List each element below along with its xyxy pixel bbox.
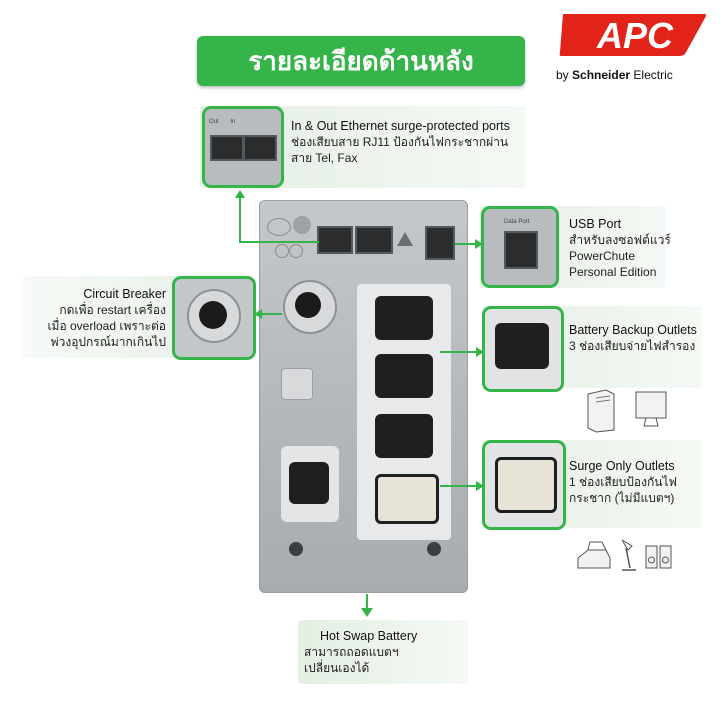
hotswap-title: Hot Swap Battery — [320, 629, 418, 643]
usb-port-closeup — [504, 231, 538, 269]
battery-screw-left — [289, 542, 303, 556]
ups-outlet-frame — [357, 284, 451, 540]
battery-arrow-icon — [476, 347, 484, 357]
breaker-desc-3: พ่วงอุปกรณ์มากเกินไป — [50, 335, 166, 349]
ethernet-connector-vertical — [239, 196, 241, 242]
breaker-desc-2: เมื่อ overload เพราะต่อ — [47, 319, 166, 333]
ups-ethernet-in — [355, 226, 393, 254]
ups-battery-outlet-2 — [375, 354, 433, 398]
ethernet-arrow-icon — [235, 190, 245, 198]
ups-surge-outlet — [375, 474, 439, 524]
printer-icon — [577, 541, 611, 569]
surge-label: Surge Only Outlets 1 ช่องเสียบป้องกันไฟก… — [569, 458, 705, 506]
ethernet-ports-zoom: Out In — [202, 106, 284, 188]
ethernet-out-port — [210, 135, 244, 161]
monitor-icon — [635, 391, 667, 427]
brand-suffix: Electric — [633, 68, 673, 82]
breaker-zoom — [172, 276, 256, 360]
breaker-connector — [262, 313, 282, 315]
ups-ethernet-out — [317, 226, 353, 254]
brand-by: by — [556, 68, 569, 82]
usb-desc-3: Personal Edition — [569, 265, 657, 279]
ups-input-socket-frame — [281, 446, 339, 522]
hotswap-desc-1: สามารถถอดแบตฯ — [304, 645, 399, 659]
apc-logo: APC — [559, 14, 706, 56]
check-mark-icon — [293, 216, 311, 234]
recycle-icon — [275, 244, 289, 258]
usb-desc-1: สำหรับลงซอฟต์แวร์ — [569, 233, 671, 247]
breaker-closeup — [187, 289, 241, 343]
usb-arrow-icon — [475, 239, 483, 249]
ups-rear-panel — [259, 200, 468, 593]
breaker-label: Circuit Breaker กดเพื่อ restart เครื่อง … — [22, 286, 166, 350]
surge-arrow-icon — [476, 481, 484, 491]
battery-title: Battery Backup Outlets — [569, 323, 697, 337]
speakers-icon — [645, 545, 672, 569]
ups-input-socket — [289, 462, 329, 504]
schneider-brand-line: by Schneider Electric — [556, 68, 673, 82]
ethernet-desc: ช่องเสียบสาย RJ11 ป้องกันไฟกระชากผ่านสาย… — [291, 135, 509, 165]
battery-connector — [440, 351, 478, 353]
hotswap-desc-2: เปลี่ยนเองได้ — [304, 661, 370, 675]
battery-outlet-zoom — [482, 306, 564, 392]
surge-title: Surge Only Outlets — [569, 459, 675, 473]
usb-connector — [455, 243, 477, 245]
ethernet-connector-horizontal — [239, 241, 319, 243]
ups-battery-outlet-3 — [375, 414, 433, 458]
brand-name: Schneider — [572, 68, 631, 82]
hotswap-callout-bg — [298, 620, 468, 684]
ethernet-in-port — [243, 135, 277, 161]
ups-breaker-1 — [283, 280, 337, 334]
battery-outlet-closeup — [495, 323, 549, 369]
svg-text:APC: APC — [596, 15, 674, 56]
breaker-arrow-icon — [254, 309, 262, 319]
surge-desc: 1 ช่องเสียบป้องกันไฟกระชาก (ไม่มีแบตฯ) — [569, 475, 677, 505]
ethernet-title: In & Out Ethernet surge-protected ports — [291, 119, 510, 133]
page-title-banner: รายละเอียดด้านหลัง — [197, 36, 525, 86]
desk-lamp-icon — [621, 539, 636, 571]
warning-icon — [397, 232, 413, 246]
usb-title: USB Port — [569, 217, 622, 231]
usb-port-zoom: Data Port — [481, 206, 559, 288]
computer-tower-icon — [587, 389, 615, 433]
cert-icon — [289, 244, 303, 258]
hotswap-arrow-icon — [361, 608, 373, 617]
breaker-title: Circuit Breaker — [83, 287, 166, 301]
usb-label: USB Port สำหรับลงซอฟต์แวร์ PowerChute Pe… — [569, 216, 709, 280]
ups-data-port — [425, 226, 455, 260]
surge-outlet-zoom — [482, 440, 566, 530]
battery-screw-right — [427, 542, 441, 556]
usb-desc-2: PowerChute — [569, 249, 636, 263]
battery-desc: 3 ช่องเสียบจ่ายไฟสำรอง — [569, 339, 696, 353]
page-title: รายละเอียดด้านหลัง — [248, 45, 474, 76]
surge-connector — [440, 485, 478, 487]
hotswap-label: Hot Swap Battery สามารถถอดแบตฯ เปลี่ยนเอ… — [304, 628, 464, 676]
hotswap-connector — [366, 594, 368, 610]
ups-battery-outlet-1 — [375, 296, 433, 340]
ethernet-label: In & Out Ethernet surge-protected ports … — [291, 118, 521, 166]
peripheral-devices-icon — [577, 539, 672, 571]
breaker-desc-1: กดเพื่อ restart เครื่อง — [59, 303, 166, 317]
surge-outlet-closeup — [495, 457, 557, 513]
gs-badge — [281, 368, 313, 400]
computer-devices-icon — [587, 389, 667, 433]
battery-label: Battery Backup Outlets 3 ช่องเสียบจ่ายไฟ… — [569, 322, 709, 354]
pct-mark — [267, 218, 291, 236]
